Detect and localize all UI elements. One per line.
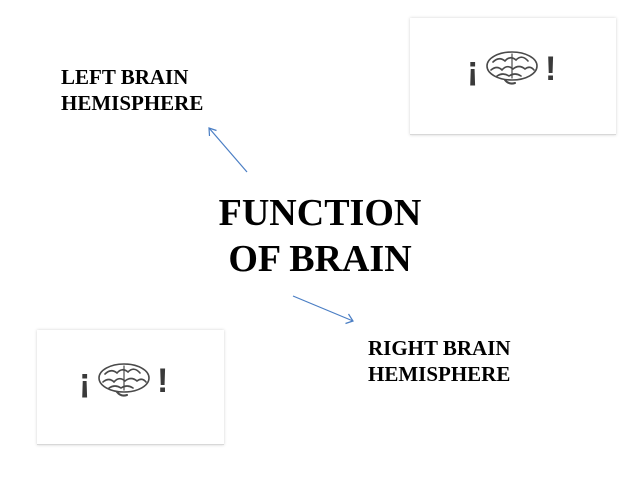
left-brain-label-line2: HEMISPHERE (61, 91, 204, 115)
arrow-to-left-hemisphere (208, 127, 248, 173)
slide-title-line2: OF BRAIN (228, 238, 412, 280)
arrow-to-right-hemisphere (292, 295, 354, 325)
right-brain-label-line1: RIGHT BRAIN (368, 336, 511, 360)
brain-image-top: ¡ ! (410, 18, 616, 135)
brain-icon: ¡ ! (467, 50, 556, 88)
left-brain-label: LEFT BRAIN HEMISPHERE (61, 64, 203, 116)
slide-title: FUNCTION OF BRAIN (190, 190, 450, 282)
slide-title-line1: FUNCTION (218, 192, 422, 234)
exclamation-glyph: ! (157, 362, 168, 400)
right-brain-label: RIGHT BRAIN HEMISPHERE (368, 335, 511, 387)
right-brain-label-line2: HEMISPHERE (368, 362, 511, 386)
left-brain-label-line1: LEFT BRAIN (61, 65, 189, 89)
brain-icon: ¡ ! (79, 362, 168, 400)
inverted-exclamation-glyph: ¡ (467, 50, 478, 88)
brain-image-bottom: ¡ ! (37, 330, 224, 445)
inverted-exclamation-glyph: ¡ (79, 362, 90, 400)
exclamation-glyph: ! (545, 50, 556, 88)
